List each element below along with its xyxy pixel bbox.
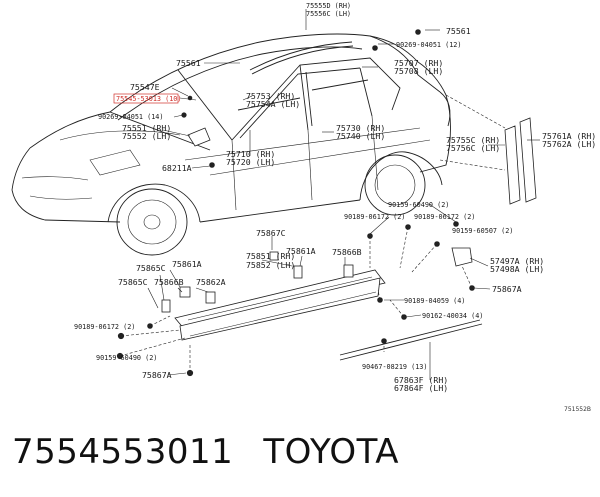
label-90189-04059: 90189-04059 (4) (404, 297, 465, 305)
label-75754a: 75754A (LH) (246, 99, 300, 109)
figure-code: 751552B (564, 406, 591, 413)
label-75561-right: 75561 (446, 26, 471, 36)
label-90159-60507: 90159-60507 (2) (452, 227, 513, 235)
label-67863f: 67863F (RH) (394, 375, 448, 385)
label-75852: 75852 (LH) (246, 260, 295, 270)
label-75851: 75851 (RH) (246, 251, 295, 261)
label-90269-04051-12: 90269-04051 (12) (396, 41, 461, 49)
label-90189-06172-right: 90189-06172 (2) (414, 213, 475, 221)
label-75547e: 75547E (130, 82, 160, 92)
label-75551: 75551 (RH) (122, 123, 171, 133)
car-illustration (11, 33, 451, 256)
label-75556c: 75556C (LH) (306, 10, 351, 18)
label-75720: 75720 (LH) (226, 157, 275, 167)
label-75861a-right: 75861A (286, 246, 316, 256)
label-75865c-bottom: 75865C (118, 277, 148, 287)
label-75561-left: 75561 (176, 58, 201, 68)
label-75707: 75707 (RH) (394, 58, 443, 68)
label-75866b-right: 75866B (332, 247, 362, 257)
part-labels: 75555D (RH) 75556C (LH) 75561 90269-0405… (74, 2, 596, 413)
rocker-moulding (116, 29, 483, 377)
highlight-box (113, 93, 179, 104)
label-75753: 75753 (RH) (246, 91, 295, 101)
label-90159-60490-top: 90159-60490 (2) (388, 201, 449, 209)
label-90159-60490-bottom: 90159-60490 (2) (96, 354, 157, 362)
label-75708: 75708 (LH) (394, 66, 443, 76)
label-75730: 75730 (RH) (336, 123, 385, 133)
label-90269-04051-14: 90269-04051 (14) (98, 113, 163, 121)
part-caption: 7554553011 TOYOTA (12, 432, 399, 472)
label-68211a: 68211A (162, 163, 192, 173)
label-75552: 75552 (LH) (122, 131, 171, 141)
brand-name: TOYOTA (263, 432, 400, 472)
label-75762a: 75762A (LH) (542, 139, 596, 149)
label-57497a: 57497A (RH) (490, 256, 544, 266)
label-90189-06172-left: 90189-06172 (2) (344, 213, 405, 221)
label-75867a-right: 75867A (492, 284, 522, 294)
label-75740: 75740 (LH) (336, 131, 385, 141)
label-75867c: 75867C (256, 228, 286, 238)
part-number: 7554553011 (12, 432, 234, 472)
label-75761a: 75761A (RH) (542, 131, 596, 141)
label-75865c-top: 75865C (136, 263, 166, 273)
label-90467-08219: 90467-08219 (13) (362, 363, 427, 371)
label-75867a-bottom: 75867A (142, 370, 172, 380)
label-75862a: 75862A (196, 277, 226, 287)
leader-lines (147, 9, 540, 380)
label-90162-40034: 90162-40034 (4) (422, 312, 483, 320)
label-75755c: 75755C (RH) (446, 135, 500, 145)
label-75710: 75710 (RH) (226, 149, 275, 159)
label-90189-06172-bottom: 90189-06172 (2) (74, 323, 135, 331)
label-57498a: 57498A (LH) (490, 264, 544, 274)
label-75861a-left: 75861A (172, 259, 202, 269)
label-67864f: 67864F (LH) (394, 383, 448, 393)
label-75545-53013-highlight: 75545-53013 (10) (116, 95, 181, 103)
pillar-garnish-parts (439, 94, 537, 205)
label-75866b-left: 75866B (154, 277, 184, 287)
label-75756c: 75756C (LH) (446, 143, 500, 153)
label-75555d: 75555D (RH) (306, 2, 351, 10)
